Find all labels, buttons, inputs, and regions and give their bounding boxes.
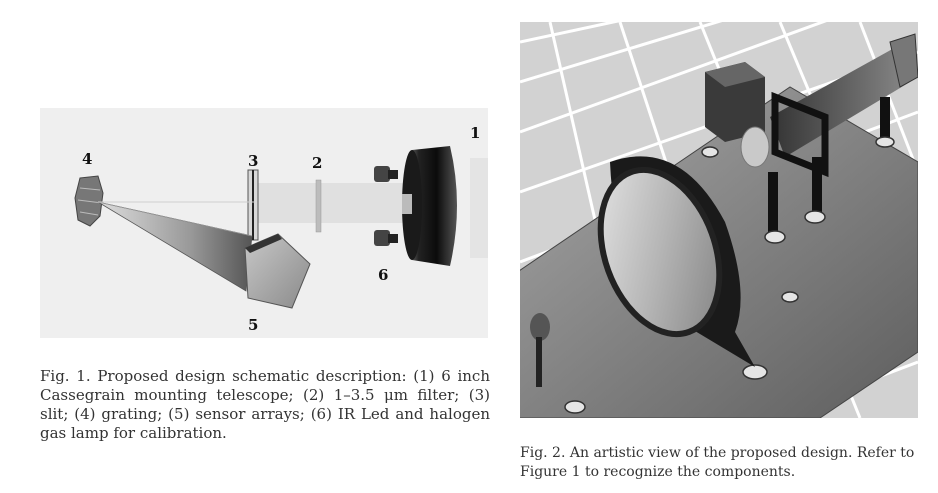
filter-disc: [740, 126, 770, 168]
sensor-box-3d: [705, 62, 765, 142]
label-6: 6: [378, 266, 388, 284]
figure-2-caption: Fig. 2. An artistic view of the proposed…: [520, 445, 915, 480]
lamp-3d: [530, 313, 550, 387]
label-4: 4: [82, 150, 92, 168]
telescope: [402, 146, 457, 266]
label-1: 1: [470, 124, 480, 142]
mount-screws: [564, 136, 895, 414]
grating: [74, 175, 104, 227]
mount-posts: [768, 97, 890, 232]
figure-2-render: [520, 22, 918, 418]
telescope-3d: [597, 156, 755, 367]
label-3: 3: [248, 152, 258, 170]
slit: [247, 169, 259, 241]
figure-1-schematic: 1 2 3 4 5 6: [40, 108, 488, 338]
slit-frame: [771, 91, 829, 178]
figure-1-caption: Fig. 1. Proposed design schematic descri…: [40, 367, 490, 442]
figure-1-drawing: 1 2 3 4 5 6: [40, 108, 488, 338]
sensor-arrays: [244, 233, 311, 309]
dispersed-beam: [770, 42, 910, 157]
grating-3d: [889, 33, 918, 88]
calibration-lamps: [374, 166, 398, 246]
label-2: 2: [312, 154, 322, 172]
filter: [315, 179, 322, 233]
figure-2-drawing: [520, 22, 918, 418]
label-5: 5: [248, 316, 258, 334]
